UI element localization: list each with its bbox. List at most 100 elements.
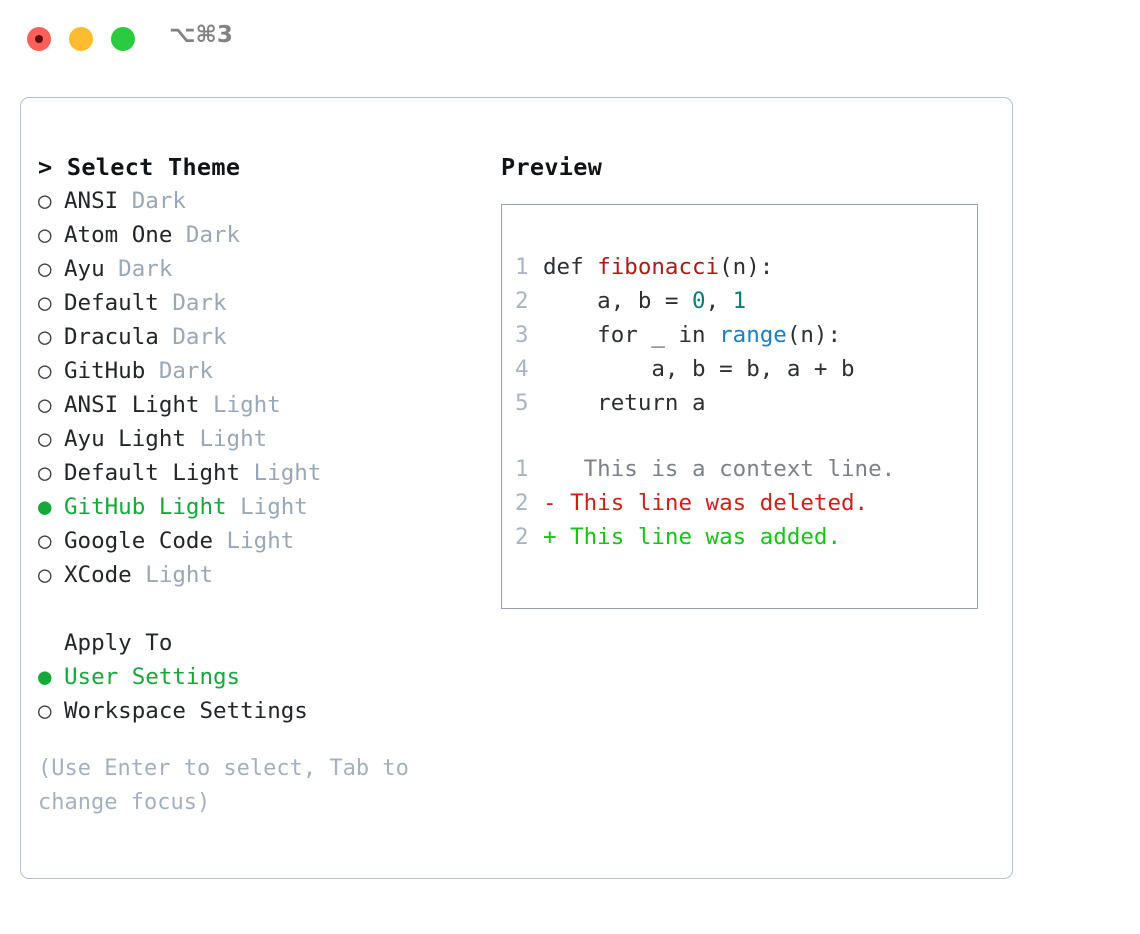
apply-to-header: Apply To bbox=[64, 630, 173, 656]
keyboard-hint: (Use Enter to select, Tab to change focu… bbox=[38, 756, 423, 815]
diff-text: This is a context line. bbox=[556, 456, 896, 482]
theme-variant-tag: Light bbox=[185, 426, 268, 452]
diff-text: This line was added. bbox=[556, 524, 842, 550]
theme-picker-column: > Select Theme ○ANSI Dark○Atom One Dark○… bbox=[38, 150, 488, 820]
code-line-number: 3 bbox=[515, 322, 529, 348]
radio-unselected-icon[interactable]: ○ bbox=[38, 426, 52, 452]
theme-variant-tag: Dark bbox=[145, 358, 214, 384]
theme-option-label: Default bbox=[64, 290, 159, 316]
apply-to-option-workspace-settings[interactable]: ○ Workspace Settings bbox=[38, 694, 488, 728]
theme-option-default[interactable]: ○ Default Dark bbox=[38, 286, 488, 320]
theme-option-label: GitHub bbox=[64, 358, 146, 384]
code-token-num: 0 bbox=[692, 288, 706, 314]
apply-to-list: ●User Settings ○ Workspace Settings bbox=[38, 660, 488, 728]
diff-marker: - bbox=[543, 490, 557, 516]
minimize-button-icon[interactable] bbox=[69, 27, 93, 51]
radio-selected-icon[interactable]: ● bbox=[38, 494, 52, 520]
window-title: ⌥⌘3 bbox=[169, 22, 233, 48]
theme-variant-tag: Dark bbox=[158, 324, 227, 350]
diff-sample: 1 This is a context line.2- This line wa… bbox=[515, 452, 971, 554]
theme-option-label: Ayu Light bbox=[64, 426, 186, 452]
theme-option-label: Google Code bbox=[64, 528, 214, 554]
theme-option-github[interactable]: ○ GitHub Dark bbox=[38, 354, 488, 388]
theme-option-label: XCode bbox=[64, 562, 132, 588]
theme-option-dracula[interactable]: ○ Dracula Dark bbox=[38, 320, 488, 354]
theme-option-default-light[interactable]: ○Default Light Light bbox=[38, 456, 488, 490]
radio-unselected-icon[interactable]: ○ bbox=[38, 290, 52, 316]
diff-line-number: 2 bbox=[515, 524, 529, 550]
theme-option-atom-one[interactable]: ○Atom One Dark bbox=[38, 218, 488, 252]
select-theme-header: > Select Theme bbox=[38, 153, 241, 181]
theme-option-label: Dracula bbox=[64, 324, 159, 350]
apply-to-option-user-settings[interactable]: ●User Settings bbox=[38, 660, 488, 694]
theme-variant-tag: Dark bbox=[104, 256, 173, 282]
theme-option-ayu[interactable]: ○ Ayu Dark bbox=[38, 252, 488, 286]
code-token-fn: fibonacci bbox=[597, 254, 720, 280]
radio-unselected-icon[interactable]: ○ bbox=[38, 528, 52, 554]
diff-line-number: 2 bbox=[515, 490, 529, 516]
list-spacer bbox=[38, 592, 488, 626]
maximize-button-icon[interactable] bbox=[111, 27, 135, 51]
code-diff-separator bbox=[515, 420, 971, 452]
radio-unselected-icon[interactable]: ○ bbox=[38, 698, 52, 724]
code-token-num: 1 bbox=[732, 288, 747, 314]
diff-line: 2 + This line was added. bbox=[515, 520, 971, 554]
theme-variant-tag: Light bbox=[240, 460, 322, 486]
code-token-call: range bbox=[719, 322, 787, 348]
theme-variant-tag: Dark bbox=[158, 290, 227, 316]
code-line: 5 return a bbox=[515, 386, 971, 420]
theme-option-ayu-light[interactable]: ○ Ayu Light Light bbox=[38, 422, 488, 456]
diff-marker: + bbox=[543, 524, 557, 550]
radio-unselected-icon[interactable]: ○ bbox=[38, 358, 52, 384]
code-line-number: 4 bbox=[515, 356, 529, 382]
code-line-number: 5 bbox=[515, 390, 529, 416]
code-line-number: 1 bbox=[515, 254, 529, 280]
radio-unselected-icon[interactable]: ○ bbox=[38, 256, 52, 282]
main-panel: > Select Theme ○ANSI Dark○Atom One Dark○… bbox=[20, 97, 1013, 879]
theme-option-ansi[interactable]: ○ ANSI Dark bbox=[38, 184, 488, 218]
code-token-plain: a, b = bbox=[543, 288, 693, 314]
code-line: 1 def fibonacci(n): bbox=[515, 250, 971, 284]
theme-option-label: Ayu bbox=[64, 256, 105, 282]
radio-unselected-icon[interactable]: ○ bbox=[38, 460, 52, 486]
theme-list: ○ANSI Dark○Atom One Dark○Ayu Dark○Defaul… bbox=[38, 184, 488, 592]
diff-line: 2- This line was deleted. bbox=[515, 486, 971, 520]
code-token-plain: for _ in bbox=[543, 322, 720, 348]
radio-unselected-icon[interactable]: ○ bbox=[38, 188, 52, 214]
close-button-icon[interactable] bbox=[27, 27, 51, 51]
theme-option-label: Atom One bbox=[64, 222, 173, 248]
code-token-plain: return a bbox=[543, 390, 706, 416]
radio-unselected-icon[interactable]: ○ bbox=[38, 324, 52, 350]
diff-line: 1 This is a context line. bbox=[515, 452, 971, 486]
code-token-plain: def bbox=[543, 254, 598, 280]
radio-unselected-icon[interactable]: ○ bbox=[38, 392, 52, 418]
theme-variant-tag: Dark bbox=[118, 188, 186, 214]
diff-marker bbox=[543, 456, 557, 482]
theme-variant-tag: Light bbox=[226, 494, 308, 520]
theme-option-google-code[interactable]: ○ Google Code Light bbox=[38, 524, 488, 558]
traffic-light-group bbox=[27, 27, 135, 51]
theme-option-github-light[interactable]: ● GitHub Light Light bbox=[38, 490, 488, 524]
theme-option-ansi-light[interactable]: ○ANSI Light Light bbox=[38, 388, 488, 422]
code-token-plain: (n): bbox=[786, 322, 842, 348]
theme-option-xcode[interactable]: ○ XCode Light bbox=[38, 558, 488, 592]
code-line: 4 a, b = b, a + b bbox=[515, 352, 971, 386]
radio-unselected-icon[interactable]: ○ bbox=[38, 562, 52, 588]
code-token-plain: a, b = b, a + b bbox=[543, 356, 855, 382]
code-line: 3 for _ in range(n): bbox=[515, 318, 971, 352]
theme-variant-tag: Light bbox=[131, 562, 214, 588]
diff-text: This line was deleted. bbox=[556, 490, 869, 516]
theme-variant-tag: Light bbox=[213, 528, 295, 554]
code-token-plain: , bbox=[705, 288, 733, 314]
code-token-plain: (n): bbox=[719, 254, 774, 280]
radio-selected-icon[interactable]: ● bbox=[38, 664, 52, 690]
radio-unselected-icon[interactable]: ○ bbox=[38, 222, 52, 248]
theme-option-label: GitHub Light bbox=[64, 494, 227, 520]
theme-option-label: ANSI bbox=[64, 188, 119, 214]
apply-to-option-label: Workspace Settings bbox=[64, 698, 308, 724]
